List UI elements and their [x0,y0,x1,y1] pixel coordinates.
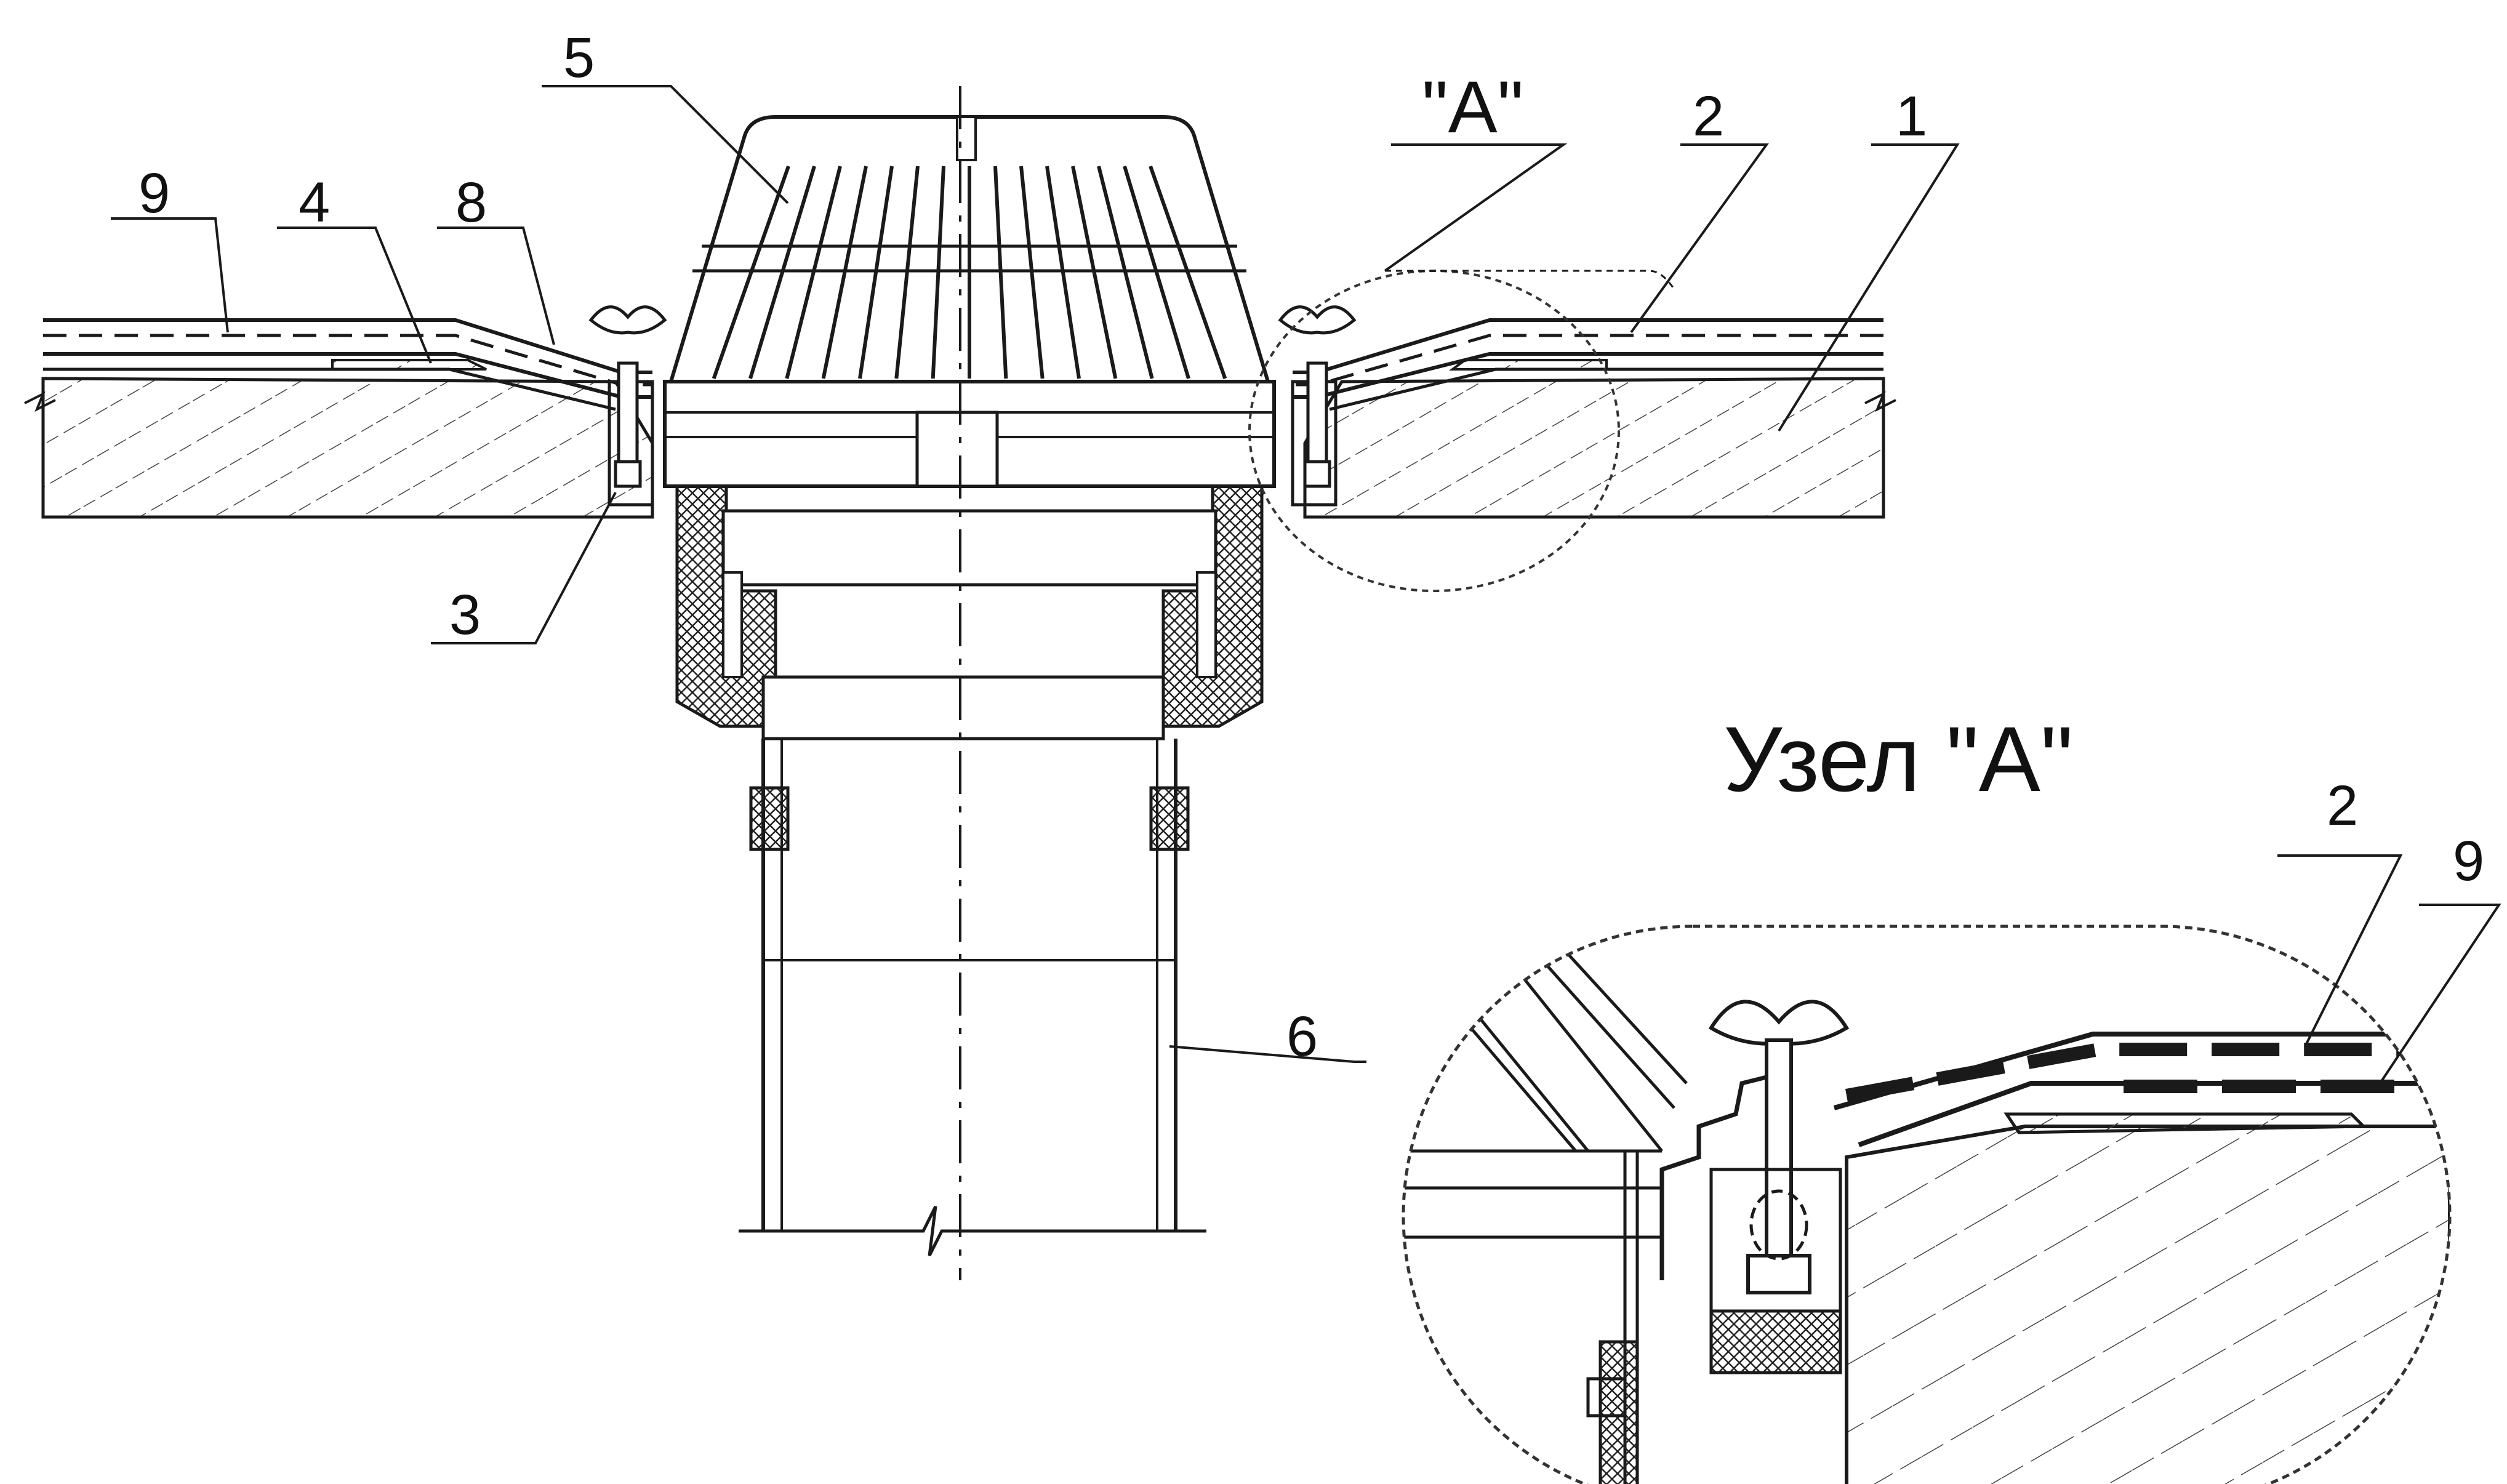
grating-rib [931,166,945,379]
label-detail-a: "А" [1422,66,1523,148]
grating-rib [894,166,920,379]
label-9: 9 [138,162,170,225]
grating-rib [712,166,790,379]
label-5: 5 [563,26,595,89]
grating-rib [1045,166,1081,379]
drain-body [663,380,1276,728]
detail-a-title: Узел "А" [1723,707,2073,811]
grating-rib [1097,166,1154,379]
grating-rib [1019,166,1045,379]
detail-a-section: Узел "А" [1402,707,2501,1484]
label-3: 3 [449,584,481,646]
grating-rib [785,166,842,379]
label-6: 6 [1286,1005,1318,1068]
clamping-ring-with-wing-nuts [588,305,1357,507]
main-section: 5 "А" 2 1 9 4 8 3 6 [24,26,1960,1280]
grating-rib [1071,166,1118,379]
grating-rib [993,166,1008,379]
label-4: 4 [299,171,330,234]
detail-leader-lines [2277,854,2501,1091]
grating-rib [748,166,816,379]
label-2: 2 [1693,85,1724,148]
grating-rib [1149,166,1227,379]
detail-label-2: 2 [2327,774,2358,837]
label-8: 8 [455,171,487,234]
leader-lines [111,85,1960,1063]
grating-rib [858,166,894,379]
detail-a-outline [1402,924,2452,1484]
grating-rib [1123,166,1190,379]
additional-waterproofing-layer [331,359,1608,371]
outlet-pipe [739,675,1206,1257]
drain-grating-dome [668,115,1271,383]
grating-rib [821,166,868,379]
detail-label-9: 9 [2453,830,2484,892]
label-1: 1 [1896,85,1927,148]
